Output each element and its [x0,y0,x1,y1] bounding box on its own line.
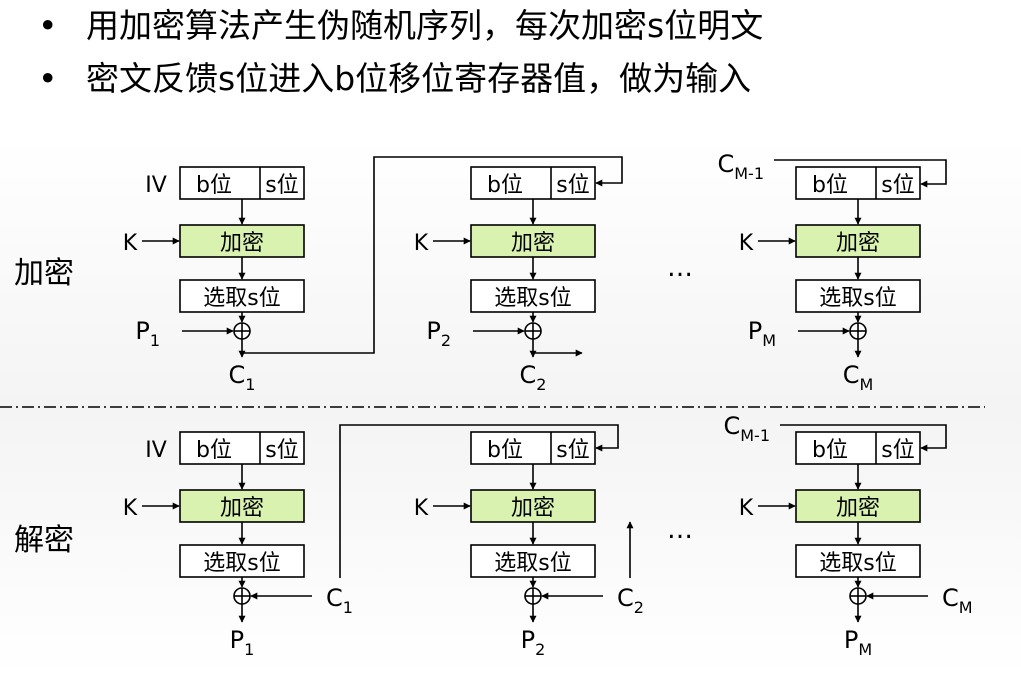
dec-stage-3-select-label: 选取s位 [819,551,896,576]
dec-stage-1-plaintext-output-label: P1 [230,626,255,659]
dec-stage-2-shift-register [470,431,596,465]
dec-feedback-line-3 [780,424,947,452]
dec-stage-2-select-box [470,544,596,578]
enc-stage-1-ciphertext-label: C1 [229,361,256,394]
dec-stage-1-b-bits-label: b位 [196,438,232,463]
enc-stage-3-select-box [795,279,921,313]
encryption-section-label: 加密 [14,256,74,291]
dec-stage-3-key-label: K [739,496,754,521]
enc-stage-3-prev-cipher-label: CM-1 [717,150,764,183]
dec-stage-1-key-label: K [123,496,138,521]
dec-stage-3-ciphertext-input-label: CM [942,584,973,617]
enc-stage-3-encrypt-label: 加密 [836,231,880,256]
enc-stage-1-select-box [179,279,305,313]
bullet-text-1: 用加密算法产生伪随机序列，每次加密s位明文 [86,6,764,45]
enc-stage-3-b-bits-label: b位 [812,173,848,198]
dec-stage-1-encrypt-label: 加密 [220,496,264,521]
enc-ellipsis-icon: … [667,253,693,283]
enc-stage-3-ciphertext-label: CM [843,361,874,394]
dec-stage-3-prev-cipher-label: CM-1 [723,412,770,445]
enc-stage-1-plaintext-label: P1 [135,317,160,350]
dec-stage-1-select-label: 选取s位 [203,551,280,576]
bullet-item-1: • 用加密算法产生伪随机序列，每次加密s位明文 [38,2,763,50]
enc-stage-2-select-box [470,279,596,313]
enc-stage-2-s-bits-label: s位 [556,173,589,198]
enc-stage-3-key-label: K [739,231,754,256]
bullet-dot-icon: • [38,6,58,45]
enc-stage-1-s-bits-label: s位 [265,173,298,198]
bullet-item-2: • 密文反馈s位进入b位移位寄存器值，做为输入 [38,55,751,103]
enc-stage-2-shift-register [470,166,596,200]
bullet-dot-icon: • [38,59,58,98]
dec-stage-1-encrypt-box [179,489,305,523]
enc-stage-1-encrypt-box [179,224,305,258]
enc-stage-1-select-label: 选取s位 [203,286,280,311]
enc-stage-1-iv-label: IV [145,173,167,198]
enc-stage-2-ciphertext-label: C2 [520,361,547,394]
enc-stage-2-plaintext-label: P2 [426,317,451,350]
enc-stage-3-plaintext-label: PM [748,317,776,350]
decryption-section-label: 解密 [14,523,74,558]
dec-stage-2-s-bits-label: s位 [556,438,589,463]
enc-stage-3-s-bits-label: s位 [881,173,914,198]
dec-stage-2-ciphertext-input-label: C2 [617,584,644,617]
dec-stage-1-s-bits-label: s位 [265,438,298,463]
dec-ellipsis-icon: … [667,515,693,545]
dec-stage-3-encrypt-box [795,489,921,523]
enc-stage-1-shift-register [179,166,305,200]
enc-stage-1-encrypt-label: 加密 [220,231,264,256]
dec-feedback-line-1 [339,424,619,578]
dec-stage-1-ciphertext-input-label: C1 [326,584,353,617]
dec-stage-3-shift-register [795,431,921,465]
enc-stage-2-encrypt-box [470,224,596,258]
dec-stage-2-key-label: K [414,496,429,521]
dec-stage-2-encrypt-label: 加密 [511,496,555,521]
dec-stage-1-iv-label: IV [145,438,167,463]
dec-stage-3-plaintext-output-label: PM [844,626,872,659]
enc-stage-2-key-label: K [414,231,429,256]
dec-stage-2-select-label: 选取s位 [494,551,571,576]
enc-stage-3-select-label: 选取s位 [819,286,896,311]
enc-feedback-line-3 [774,159,947,188]
bullet-text-2: 密文反馈s位进入b位移位寄存器值，做为输入 [86,59,752,98]
enc-stage-2-encrypt-label: 加密 [511,231,555,256]
enc-stage-2-select-label: 选取s位 [494,286,571,311]
enc-stage-2-b-bits-label: b位 [487,173,523,198]
enc-stage-1-b-bits-label: b位 [196,173,232,198]
enc-stage-3-shift-register [795,166,921,200]
dec-stage-3-encrypt-label: 加密 [836,496,880,521]
dec-stage-2-b-bits-label: b位 [487,438,523,463]
dec-stage-2-plaintext-output-label: P2 [521,626,546,659]
dec-stage-3-b-bits-label: b位 [812,438,848,463]
enc-feedback-line-1 [242,156,623,354]
dec-stage-3-s-bits-label: s位 [881,438,914,463]
enc-stage-1-key-label: K [123,231,138,256]
